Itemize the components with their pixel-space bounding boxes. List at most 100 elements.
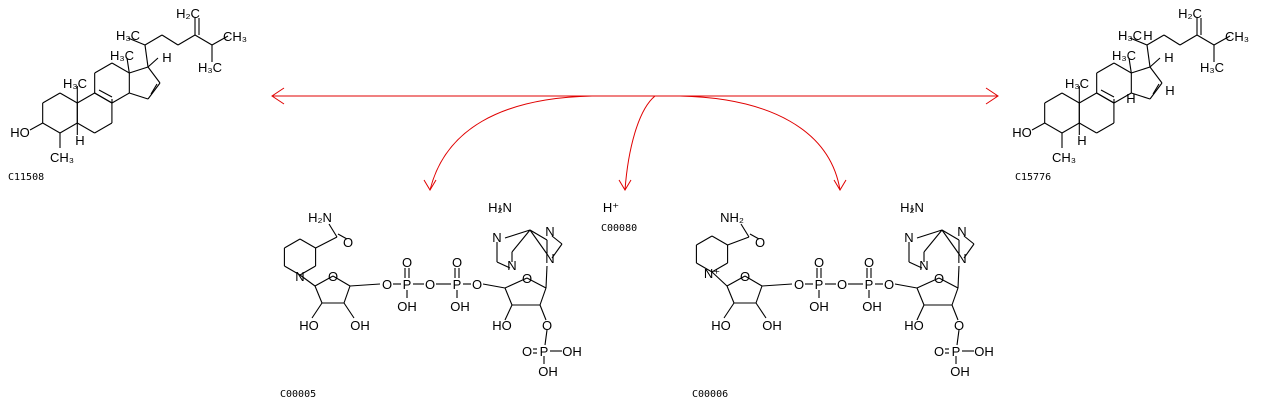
bond [1179, 34, 1198, 46]
arrowhead-left-icon [271, 87, 285, 105]
bond [98, 89, 113, 98]
atom-label: O [740, 269, 750, 284]
atom-label: H₃C [1200, 60, 1224, 75]
bond [956, 329, 960, 346]
atom-label: CH₃ [50, 150, 74, 165]
bond [511, 229, 531, 253]
bond [42, 122, 61, 134]
bond [1061, 92, 1080, 104]
compound-id-C00005[interactable]: C00005 [280, 389, 316, 400]
bond [328, 223, 338, 238]
bond [161, 34, 179, 46]
compound-id-C11508[interactable]: C11508 [8, 172, 44, 183]
atom-label: O [954, 318, 964, 333]
atom-label: H [1143, 28, 1152, 43]
atom-label: O [814, 255, 824, 270]
bond [194, 34, 213, 46]
bond [951, 304, 959, 321]
bond [1044, 92, 1063, 104]
atom-label: H [1126, 91, 1135, 106]
side-arrow-to-C00006 [679, 95, 841, 191]
bond [144, 44, 149, 68]
atom-label: OH [862, 299, 882, 314]
atom-label: O [837, 277, 847, 292]
bond [963, 235, 975, 245]
bond [749, 233, 760, 240]
bond [77, 92, 95, 104]
atom-label: O [522, 271, 532, 286]
arrowhead-icon [618, 179, 632, 191]
atom-label: H₂N [900, 200, 924, 215]
atom-label: O [328, 269, 338, 284]
compound-id-C15776[interactable]: C15776 [1015, 172, 1051, 183]
bond [1031, 122, 1045, 131]
bond [727, 236, 750, 246]
arrowhead-icon [833, 179, 847, 191]
atom-label: O [542, 318, 552, 333]
compound-C00080-structure[interactable]: H⁺ [603, 200, 619, 215]
bond [1079, 122, 1097, 134]
bond [1044, 122, 1063, 134]
compound-id-C00080[interactable]: C00080 [601, 223, 637, 234]
bond [147, 66, 161, 84]
bond [1128, 57, 1132, 74]
atom-label: O [343, 235, 353, 250]
compound-id-C00006[interactable]: C00006 [692, 389, 728, 400]
bond [529, 229, 548, 255]
bond [761, 283, 793, 287]
bond [916, 277, 940, 289]
atom-label: O [402, 255, 412, 270]
bond [1213, 35, 1231, 46]
bond [94, 92, 113, 104]
bond [299, 265, 316, 276]
bond [951, 287, 959, 306]
atom-label: O [934, 271, 944, 286]
bond [314, 285, 323, 304]
reaction-arrows [271, 87, 999, 191]
atom-label: H₂N [308, 210, 332, 225]
atom-label: OH [450, 299, 470, 314]
atom-label: O [425, 277, 435, 292]
atom-label: P [865, 277, 874, 292]
atom-label: CH₃ [1052, 150, 1076, 165]
atom-label: H₂C [1178, 6, 1202, 21]
bond [923, 229, 943, 253]
atom-label: HO [492, 318, 512, 333]
atom-label: H₂N [488, 200, 512, 215]
bond [938, 277, 959, 289]
atom-label: P [952, 344, 961, 359]
bond [941, 229, 960, 255]
atom-label: O [452, 255, 462, 270]
atom-label: HO [711, 318, 731, 333]
atom-label: O [755, 235, 765, 250]
bond [1079, 92, 1097, 104]
bond [1061, 122, 1080, 134]
bond [526, 277, 547, 289]
atom-label: H₃C [110, 48, 134, 63]
bond [744, 275, 763, 287]
atom-label: N [507, 258, 516, 273]
atom-label: H⁺ [603, 200, 619, 215]
bond [723, 302, 735, 319]
bond [59, 92, 78, 104]
bond [957, 265, 960, 289]
atom-label: P [403, 277, 412, 292]
atom-label: OH [809, 299, 829, 314]
atom-label: HO [1012, 125, 1032, 140]
atom-label: O [884, 277, 894, 292]
bond [726, 275, 746, 287]
bond [129, 92, 149, 100]
bond [941, 229, 960, 241]
arrowhead-right-icon [985, 87, 999, 105]
atom-label: H [1077, 133, 1086, 148]
bond [1131, 92, 1151, 100]
bond [529, 229, 548, 241]
atom-label: N [957, 224, 966, 239]
bond [539, 304, 547, 321]
bond [504, 304, 513, 321]
bond [42, 92, 61, 104]
